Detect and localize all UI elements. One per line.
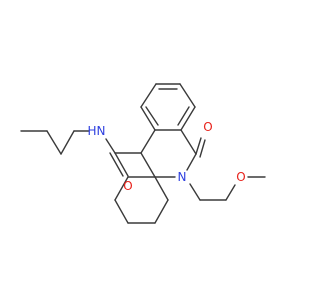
bond [46,130,62,155]
bond [180,106,196,131]
molecule-diagram: N H O N O O [20,83,266,224]
bond [186,153,197,171]
ether-oxygen: O [236,170,245,184]
amide-oxygen: O [123,179,132,193]
bond [140,152,156,178]
bond [109,152,124,177]
bond [114,152,129,177]
bond [177,106,190,126]
bond [180,129,197,155]
amide-nitrogen-hydrogen: H [87,124,96,138]
lactam-oxygen: O [203,120,212,134]
bond [105,138,116,154]
bond [114,199,129,224]
bond [140,83,157,108]
bond [179,83,196,108]
bond [140,106,156,131]
bond [195,137,202,155]
bond [189,183,201,201]
bond [60,130,75,155]
amide-nitrogen-symbol: N [97,124,106,138]
bond [154,199,169,224]
bonds [20,83,266,224]
bond [114,176,129,201]
bond [140,129,156,154]
structure-canvas: N H O N O O [20,83,266,224]
bond [154,176,169,201]
atom-labels: N H O N O O [87,120,245,193]
bond [145,106,159,126]
lactam-nitrogen: N [178,170,187,184]
bond [225,184,236,201]
bond [199,139,206,158]
